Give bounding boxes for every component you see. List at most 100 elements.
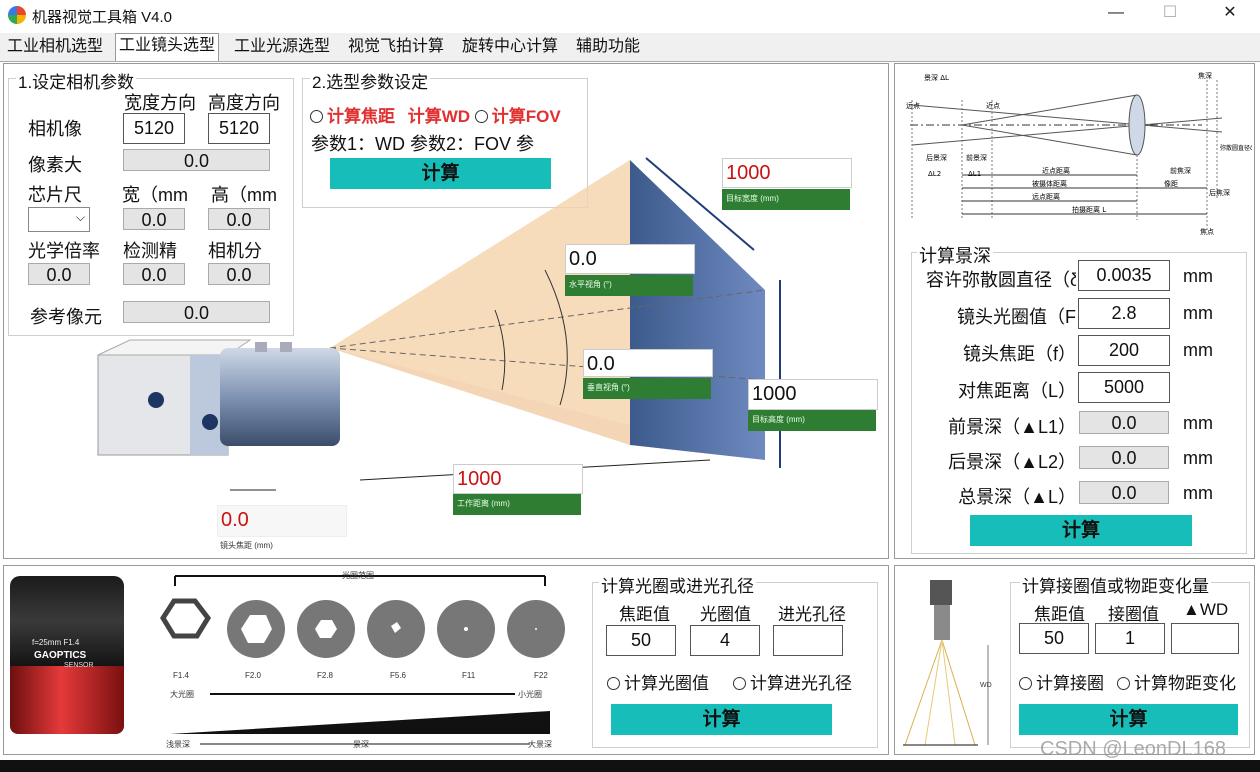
aperture-input[interactable]: 2.8 [1078,298,1170,329]
dof-far-dist: 远点距离 [1032,192,1060,201]
aperture-calc-title: 计算光圈或进光孔径 [599,572,756,597]
maximize-button[interactable]: ☐ [1162,4,1178,21]
stop-label-2: F2.0 [245,671,262,680]
ring-calc-title: 计算接圈值或物距变化量 [1020,572,1211,597]
dof-calc-title: 计算景深 [917,242,993,268]
dof-back-dof: 后景深 [926,153,947,162]
precision-value: 0.0 [123,263,185,285]
radio-wd[interactable]: 计算WD [407,107,471,124]
h-angle-input[interactable]: 0.0 [565,244,695,274]
target-width-label: 目标宽度 (mm) [722,189,850,210]
pixel-label: 相机像 [28,119,82,139]
focus-dist-label: 对焦距离（L） [957,381,1076,401]
aperture-range-label: 光圈范围 [342,571,374,580]
ring-dwd-input[interactable] [1171,623,1239,654]
precision-label: 检测精 [123,241,177,261]
chip-w-label: 宽（mm [122,185,188,205]
radio-calc-ring[interactable]: 计算接圈 [1019,669,1104,694]
small-aperture-label: 小光圈 [518,690,542,699]
dof-near-point: 近点 [986,101,1000,110]
target-height-input[interactable]: 1000 [748,379,878,410]
watermark: CSDN @LeonDL168 [1040,738,1226,760]
back-dof-value: 0.0 [1079,446,1169,469]
minimize-button[interactable]: — [1108,4,1124,21]
coc-unit: mm [1183,266,1213,286]
ring-wd-mark: WD [980,682,992,689]
total-dof-unit: mm [1183,483,1213,503]
res-label: 相机分 [208,241,262,261]
chip-h-value: 0.0 [208,208,270,230]
wd-input[interactable]: 1000 [453,464,583,494]
dof-back-delta: 景深 ΔL [924,73,949,82]
dof-front-focus: 前焦深 [1170,166,1191,175]
dof-focal-label: 镜头焦距（f） [962,344,1076,364]
back-dof-label: 后景深（▲L2） [948,452,1076,472]
radio-fov[interactable]: 计算FOV [474,107,561,124]
camera-params-title: 1.设定相机参数 [16,68,137,93]
radio-calc-aperture[interactable]: 计算光圈值 [607,669,709,694]
tab-flyshot[interactable]: 视觉飞拍计算 [348,38,445,55]
ring-diagram [903,580,989,746]
lens-brand: GAOPTICS [34,650,87,661]
dof-circle: 弥散圆直径δ [1220,144,1252,152]
mode-radios: 计算焦距 计算WD 计算FOV [310,102,586,124]
dof-calc-button[interactable]: 计算 [970,515,1192,546]
dof-focal-unit: mm [1183,340,1213,360]
pixel-width-input[interactable]: 5120 [123,113,185,144]
dof-focus-depth: 焦深 [1198,71,1212,80]
target-height-label: 目标高度 (mm) [748,410,876,431]
tab-aux[interactable]: 辅助功能 [576,38,641,55]
dof-far-point: 远点 [906,102,920,110]
pixsize-value: 0.0 [123,149,270,171]
lens-photo: f=25mm F1.4 GAOPTICS SENSOR [10,576,124,736]
back-dof-unit: mm [1183,448,1213,468]
ring-value-input[interactable]: 1 [1095,623,1165,654]
ring-col3-label: ▲WD [1183,600,1229,619]
lens-sensor: SENSOR [64,662,94,669]
deep-dof-label: 大景深 [528,740,552,749]
ap-hole-input[interactable] [773,625,843,656]
aperture-label: 镜头光圈值（F [957,307,1076,327]
ring-calc-button[interactable]: 计算 [1019,704,1238,735]
tab-lens[interactable]: 工业镜头选型 [115,33,220,61]
tab-light[interactable]: 工业光源选型 [234,38,331,55]
pixel-height-input[interactable]: 5120 [208,113,270,144]
coc-input[interactable]: 0.0035 [1078,260,1170,291]
wd-label: 工作距离 (mm) [453,494,581,515]
dof-focal-input[interactable]: 200 [1078,335,1170,366]
target-width-input[interactable]: 1000 [722,158,852,188]
aperture-calc-button[interactable]: 计算 [611,704,832,735]
ap-focal-input[interactable]: 50 [606,625,676,656]
selection-group [302,78,588,208]
res-value: 0.0 [208,263,270,285]
focal-input[interactable]: 0.0 [217,505,347,537]
stop-label-3: F2.8 [317,671,334,680]
tab-camera[interactable]: 工业相机选型 [7,38,104,55]
v-angle-input[interactable]: 0.0 [583,349,713,377]
dof-optics-diagram: 景深 ΔL 远点 近点 焦深 后景深 前景深 近点距离 前焦深 弥散圆直径δ Δ… [906,71,1252,236]
ap-aperture-input[interactable]: 4 [690,625,760,656]
dof-near-dist: 近点距离 [1042,166,1070,175]
selection-calc-button[interactable]: 计算 [330,158,551,189]
dof-label: 景深 [353,740,369,749]
stop-label-4: F5.6 [390,671,407,680]
coc-label: 容许弥散圆直径（δ [926,270,1076,290]
col-width-label: 宽度方向 [124,93,196,113]
tab-rotation[interactable]: 旋转中心计算 [462,38,559,55]
mag-label: 光学倍率 [28,241,100,261]
camera-params-group [8,78,294,336]
app-icon [8,6,26,24]
close-button[interactable]: ✕ [1223,4,1237,21]
aperture-unit: mm [1183,303,1213,323]
big-aperture-label: 大光圈 [170,690,194,699]
chip-w-value: 0.0 [123,208,185,230]
ring-focal-input[interactable]: 50 [1019,623,1089,654]
radio-calc-hole[interactable]: 计算进光孔径 [733,669,852,694]
radio-focal[interactable]: 计算焦距 [310,107,395,124]
radio-calc-wd-change[interactable]: 计算物距变化 [1117,669,1236,694]
chevron-down-icon: ⌵ [75,210,85,224]
dof-panel [894,63,1255,559]
front-dof-unit: mm [1183,413,1213,433]
chip-dropdown[interactable]: ⌵ [28,207,90,232]
focus-dist-input[interactable]: 5000 [1078,372,1170,403]
